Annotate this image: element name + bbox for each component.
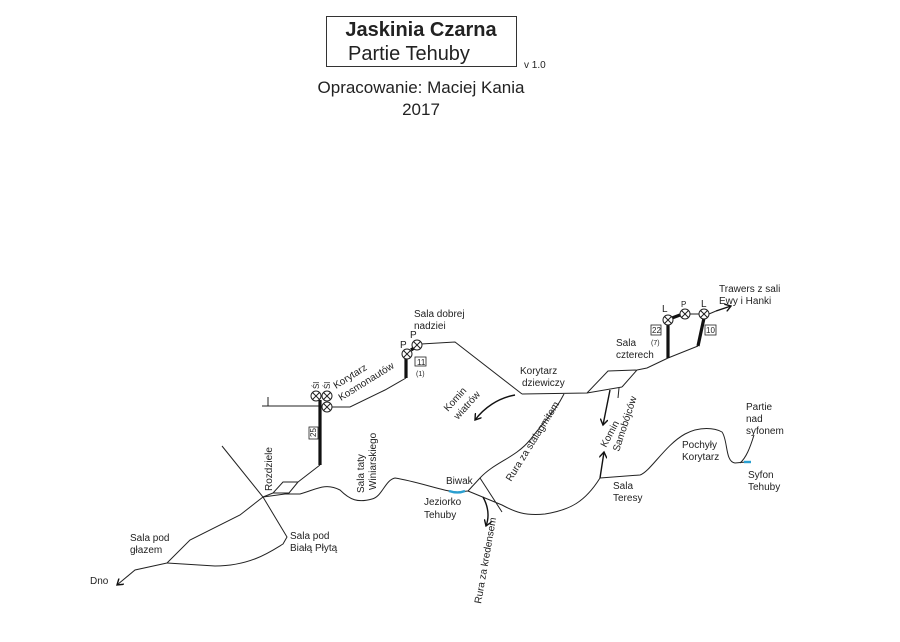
- label-trawers: Ewy i Hanki: [719, 296, 771, 307]
- pitch-box-10: [704, 324, 717, 336]
- passage-sala-teresy-to-syfon: [599, 428, 747, 479]
- passage-samobojcow-stub: [617, 387, 620, 399]
- arrow-komin-samobojcow: [603, 389, 611, 425]
- label-sala-pod-glazem: głazem: [130, 545, 162, 556]
- passage-partie-nad-syfonem: [739, 434, 755, 464]
- passage-main: [262, 477, 469, 502]
- pitch-sub-11: (1): [416, 371, 425, 378]
- pitch-10: [696, 317, 706, 347]
- anchor-link: [410, 313, 681, 352]
- passage-sala-pod-plyta: [166, 445, 288, 567]
- label-sala-taty-winiarskiego: Sala taty: [356, 454, 367, 493]
- anchor-icon: [321, 390, 333, 402]
- pitch-box-25: [308, 426, 319, 440]
- label-dno: Dno: [90, 576, 109, 587]
- pitch-box-11: [414, 356, 427, 367]
- passage-trawers: [690, 310, 717, 315]
- label-sala-pod-biala-plyta: Sala pod: [290, 531, 329, 542]
- anchor-label: P: [400, 340, 407, 351]
- arrow-rura-kredensem: [482, 496, 488, 526]
- version-label: v 1.0: [524, 60, 546, 71]
- label-sala-teresy: Sala: [613, 481, 633, 492]
- label-rura-za-kredensem: Rura za kredensem: [473, 517, 499, 605]
- passage-dno: [117, 562, 168, 585]
- pitch-depth-25: 25: [309, 428, 318, 437]
- passage-biwak-junction: [467, 477, 601, 515]
- anchor-icon: [679, 308, 691, 320]
- label-sala-taty-winiarskiego: Winiarskiego: [368, 432, 379, 490]
- year-label: 2017: [402, 100, 440, 119]
- label-partie-nad-syfonem: nad: [746, 414, 763, 425]
- passage-sala-pod-glazem: [166, 496, 264, 564]
- label-partie-nad-syfonem: syfonem: [746, 426, 784, 437]
- passage-sala-dobrej-to-dziewiczy: [420, 341, 523, 395]
- label-sala-dobrej-nadziei: Sala dobrej: [414, 309, 465, 320]
- pitch-depth-22: 22: [652, 326, 661, 335]
- label-jeziorko-tehuby: Tehuby: [424, 510, 456, 521]
- label-syfon-tehuby: Tehuby: [748, 482, 780, 493]
- label-sala-czterech: Sala: [616, 338, 636, 349]
- label-pochyly-korytarz: Pochyły: [682, 440, 717, 451]
- label-trawers: Trawers z sali: [719, 284, 780, 295]
- label-sala-pod-biala-plyta: Białą Płytą: [290, 543, 338, 554]
- anchor-icon: [662, 314, 674, 326]
- arrow-trawers: [715, 306, 731, 311]
- anchor-label: P: [681, 300, 686, 309]
- pitch-depth-11: 11: [417, 358, 426, 367]
- passage-rura-stalagmitem: [467, 393, 565, 492]
- author-label: Opracowanie: Maciej Kania: [317, 78, 525, 97]
- map-title: Jaskinia Czarna: [345, 19, 497, 41]
- anchor-icon: [401, 348, 413, 360]
- label-sala-dobrej-nadziei: nadziei: [414, 321, 446, 332]
- map-subtitle: Partie Tehuby: [348, 43, 470, 65]
- passage-left-stub: [262, 397, 322, 407]
- passage-rozdziele-block: [262, 464, 321, 498]
- anchor-icon: [698, 308, 710, 320]
- label-sala-pod-glazem: Sala pod: [130, 533, 169, 544]
- label-sala-teresy: Teresy: [613, 493, 642, 504]
- pitch-box-22: [650, 324, 662, 336]
- label-partie-nad-syfonem: Partie: [746, 402, 773, 413]
- anchor-label: P: [410, 330, 417, 341]
- title-box: [326, 16, 517, 67]
- label-sala-czterech: czterech: [616, 350, 654, 361]
- label-korytarz-dziewiczy: dziewiczy: [522, 378, 565, 389]
- label-korytarz-dziewiczy: Korytarz: [520, 366, 557, 377]
- anchor-label: L: [701, 299, 707, 310]
- anchor-label: Śl: [323, 382, 332, 389]
- label-rura-za-stalagmitem: Rura za stalagmitem: [504, 400, 562, 484]
- anchor-icon: [321, 401, 333, 413]
- pitch-sub-22: (7): [651, 340, 660, 347]
- jeziorko-water: [448, 489, 466, 494]
- label-jeziorko-tehuby: Jeziorko: [424, 497, 462, 508]
- anchor-icon: [411, 339, 423, 351]
- anchor-label: L: [662, 304, 668, 315]
- arrow-komin-up: [600, 452, 604, 479]
- arrow-komin-wiatrow: [475, 394, 516, 420]
- passage-korytarz-kosmonautow: [327, 377, 407, 408]
- label-pochyly-korytarz: Korytarz: [682, 452, 719, 463]
- label-biwak: Biwak: [446, 476, 474, 487]
- anchor-icon: [310, 390, 322, 402]
- anchor-label: Śl: [312, 382, 321, 389]
- passages: [117, 310, 755, 585]
- label-syfon-tehuby: Syfon: [748, 470, 774, 481]
- passage-sala-czterech-block: [586, 345, 699, 394]
- pitch-depth-10: 10: [706, 326, 715, 335]
- label-rozdziele: Rozdziele: [264, 447, 275, 491]
